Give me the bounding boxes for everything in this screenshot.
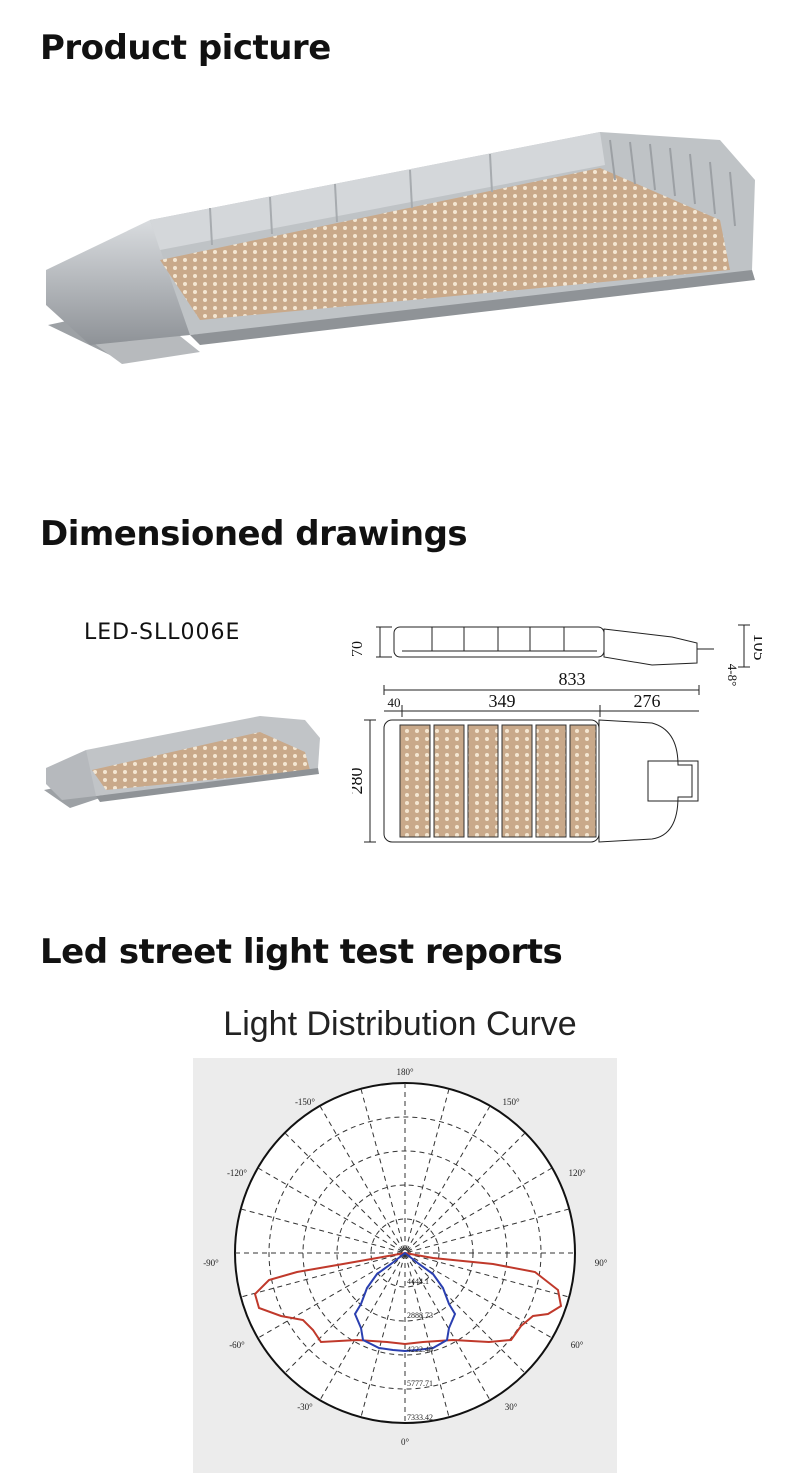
- polar-light-distribution-chart: 180° -150° 150° -120° 120° -90° 90° -60°…: [193, 1058, 617, 1473]
- polar-spokes: [235, 1083, 575, 1423]
- section-heading-dimensioned-drawings: Dimensioned drawings: [40, 514, 468, 554]
- radial-value-label: 7333.42: [407, 1413, 433, 1422]
- angle-label-120: 120°: [568, 1168, 586, 1178]
- radial-value-label: 4222.48: [407, 1345, 433, 1354]
- angle-label-neg150: -150°: [295, 1097, 315, 1107]
- radial-value-label: 5777.71: [407, 1379, 433, 1388]
- section-heading-product-picture: Product picture: [40, 28, 331, 68]
- angle-label-0: 0°: [401, 1437, 410, 1447]
- radial-value-label: 2888.73: [407, 1311, 433, 1320]
- product-photo-street-light: [46, 132, 755, 364]
- angle-label-30: 30°: [505, 1402, 518, 1412]
- dim-width: 280: [352, 768, 366, 795]
- dim-seg-b: 349: [489, 691, 516, 711]
- dim-length-total: 833: [559, 669, 586, 689]
- model-number: LED-SLL006E: [84, 620, 241, 645]
- dim-tilt: 4-8°: [725, 664, 740, 687]
- angle-label-150: 150°: [502, 1097, 520, 1107]
- angle-label-neg30: -30°: [297, 1402, 313, 1412]
- dim-seg-c: 276: [634, 691, 661, 711]
- angle-label-neg60: -60°: [229, 1340, 245, 1350]
- angle-label-90: 90°: [595, 1258, 608, 1268]
- dim-seg-a: 40: [388, 695, 401, 710]
- angle-label-neg90: -90°: [203, 1258, 219, 1268]
- angle-label-60: 60°: [571, 1340, 584, 1350]
- curve-red: [253, 1251, 563, 1346]
- dimension-drawing: 70 105 4-8° 833 40 349 276 280: [352, 624, 762, 843]
- angle-label-180: 180°: [396, 1067, 414, 1077]
- curve-blue: [353, 1251, 457, 1353]
- chart-title: Light Distribution Curve: [223, 1005, 577, 1043]
- dim-height-body: 70: [352, 641, 366, 657]
- side-view-outline: [393, 626, 605, 658]
- dim-height-total: 105: [750, 634, 762, 661]
- angle-label-neg120: -120°: [227, 1168, 247, 1178]
- section-heading-test-reports: Led street light test reports: [40, 932, 563, 972]
- radial-value-label: 4444.1: [407, 1277, 429, 1286]
- product-thumbnail: [44, 716, 320, 808]
